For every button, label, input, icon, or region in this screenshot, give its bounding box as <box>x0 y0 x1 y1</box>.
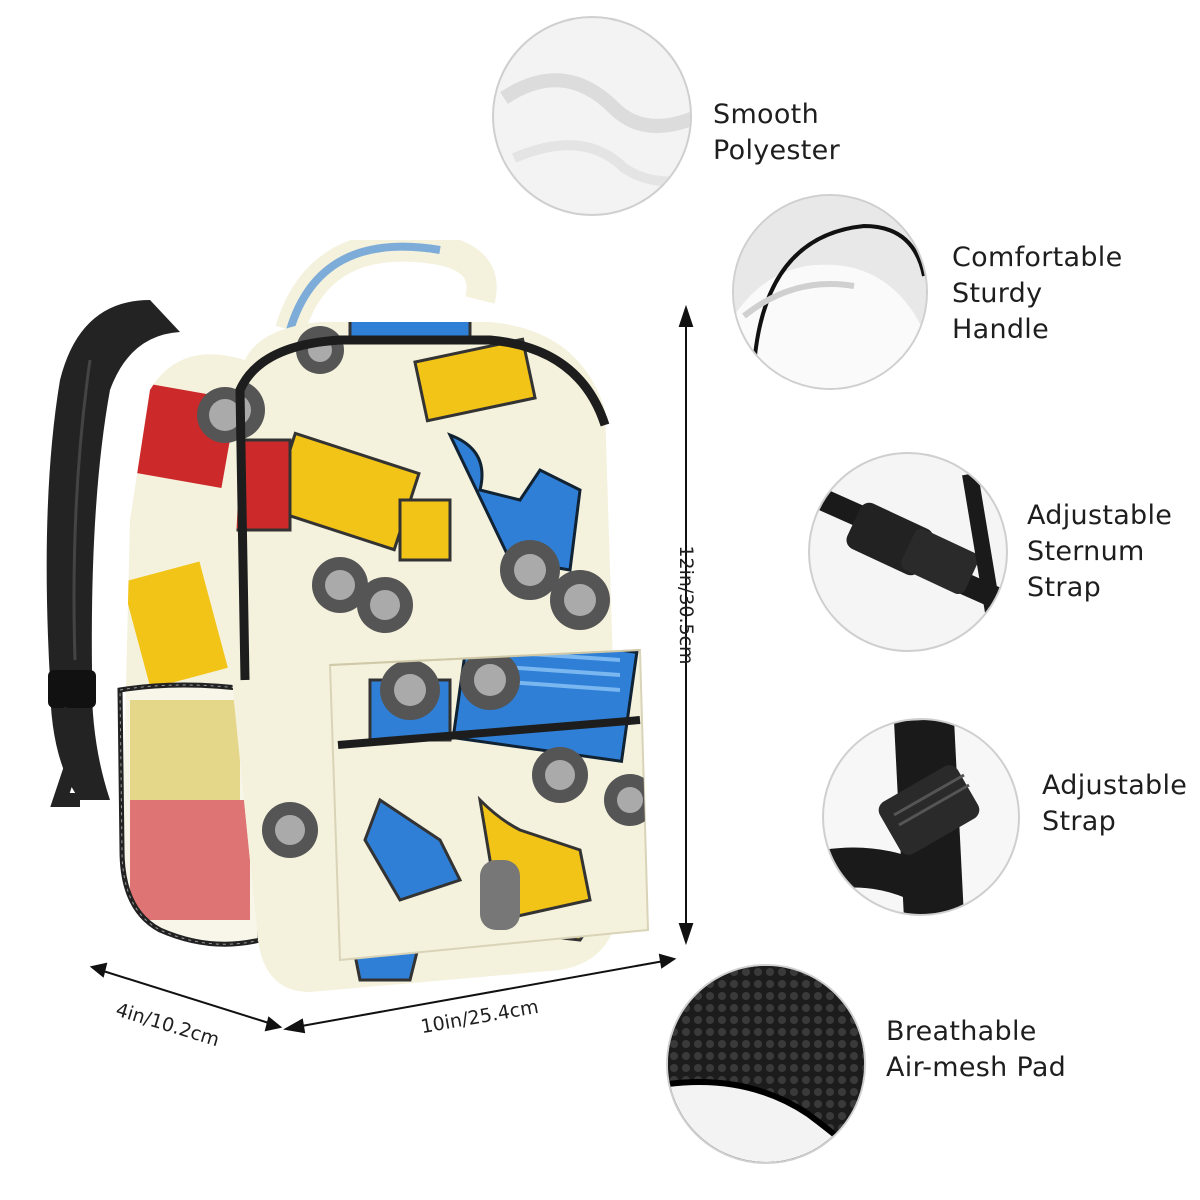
side-mesh-pocket <box>117 682 263 947</box>
polyester-fabric-circle <box>492 16 692 216</box>
depth-dimension-label: 4in/10.2cm <box>113 998 222 1052</box>
sternum-strap-circle <box>808 452 1008 652</box>
main-zipper <box>235 335 610 681</box>
width-dimension-label: 10in/25.4cm <box>418 995 541 1039</box>
pocket-zipper <box>337 716 641 749</box>
top-handle <box>275 240 497 335</box>
adjustable-strap-circle <box>822 718 1020 916</box>
handle-circle <box>732 194 928 390</box>
air-mesh-pad-circle <box>666 964 866 1164</box>
height-dimension-label: 12in/30.5cm <box>675 545 697 665</box>
backpack-image <box>20 240 680 1000</box>
